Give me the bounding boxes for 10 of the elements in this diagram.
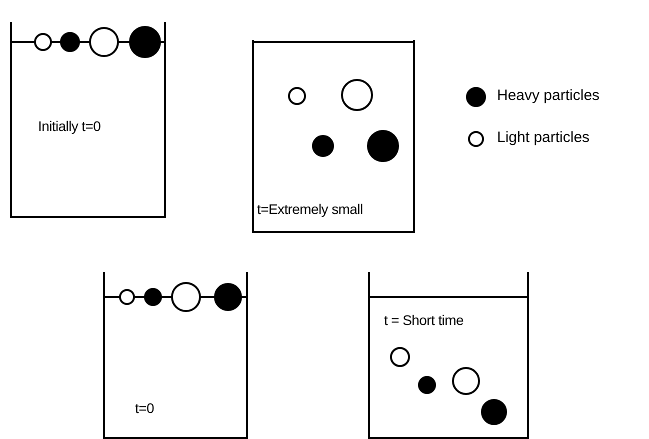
legend-label: Heavy particles — [497, 87, 600, 104]
time-label: Initially t=0 — [38, 118, 101, 134]
beaker — [103, 272, 248, 439]
beaker — [368, 272, 529, 439]
legend-label: Light particles — [497, 129, 590, 146]
beaker — [10, 22, 166, 218]
time-label: t = Short time — [384, 312, 464, 328]
time-label: t=0 — [135, 400, 154, 416]
time-label: t=Extremely small — [257, 201, 363, 217]
beaker — [252, 40, 415, 233]
